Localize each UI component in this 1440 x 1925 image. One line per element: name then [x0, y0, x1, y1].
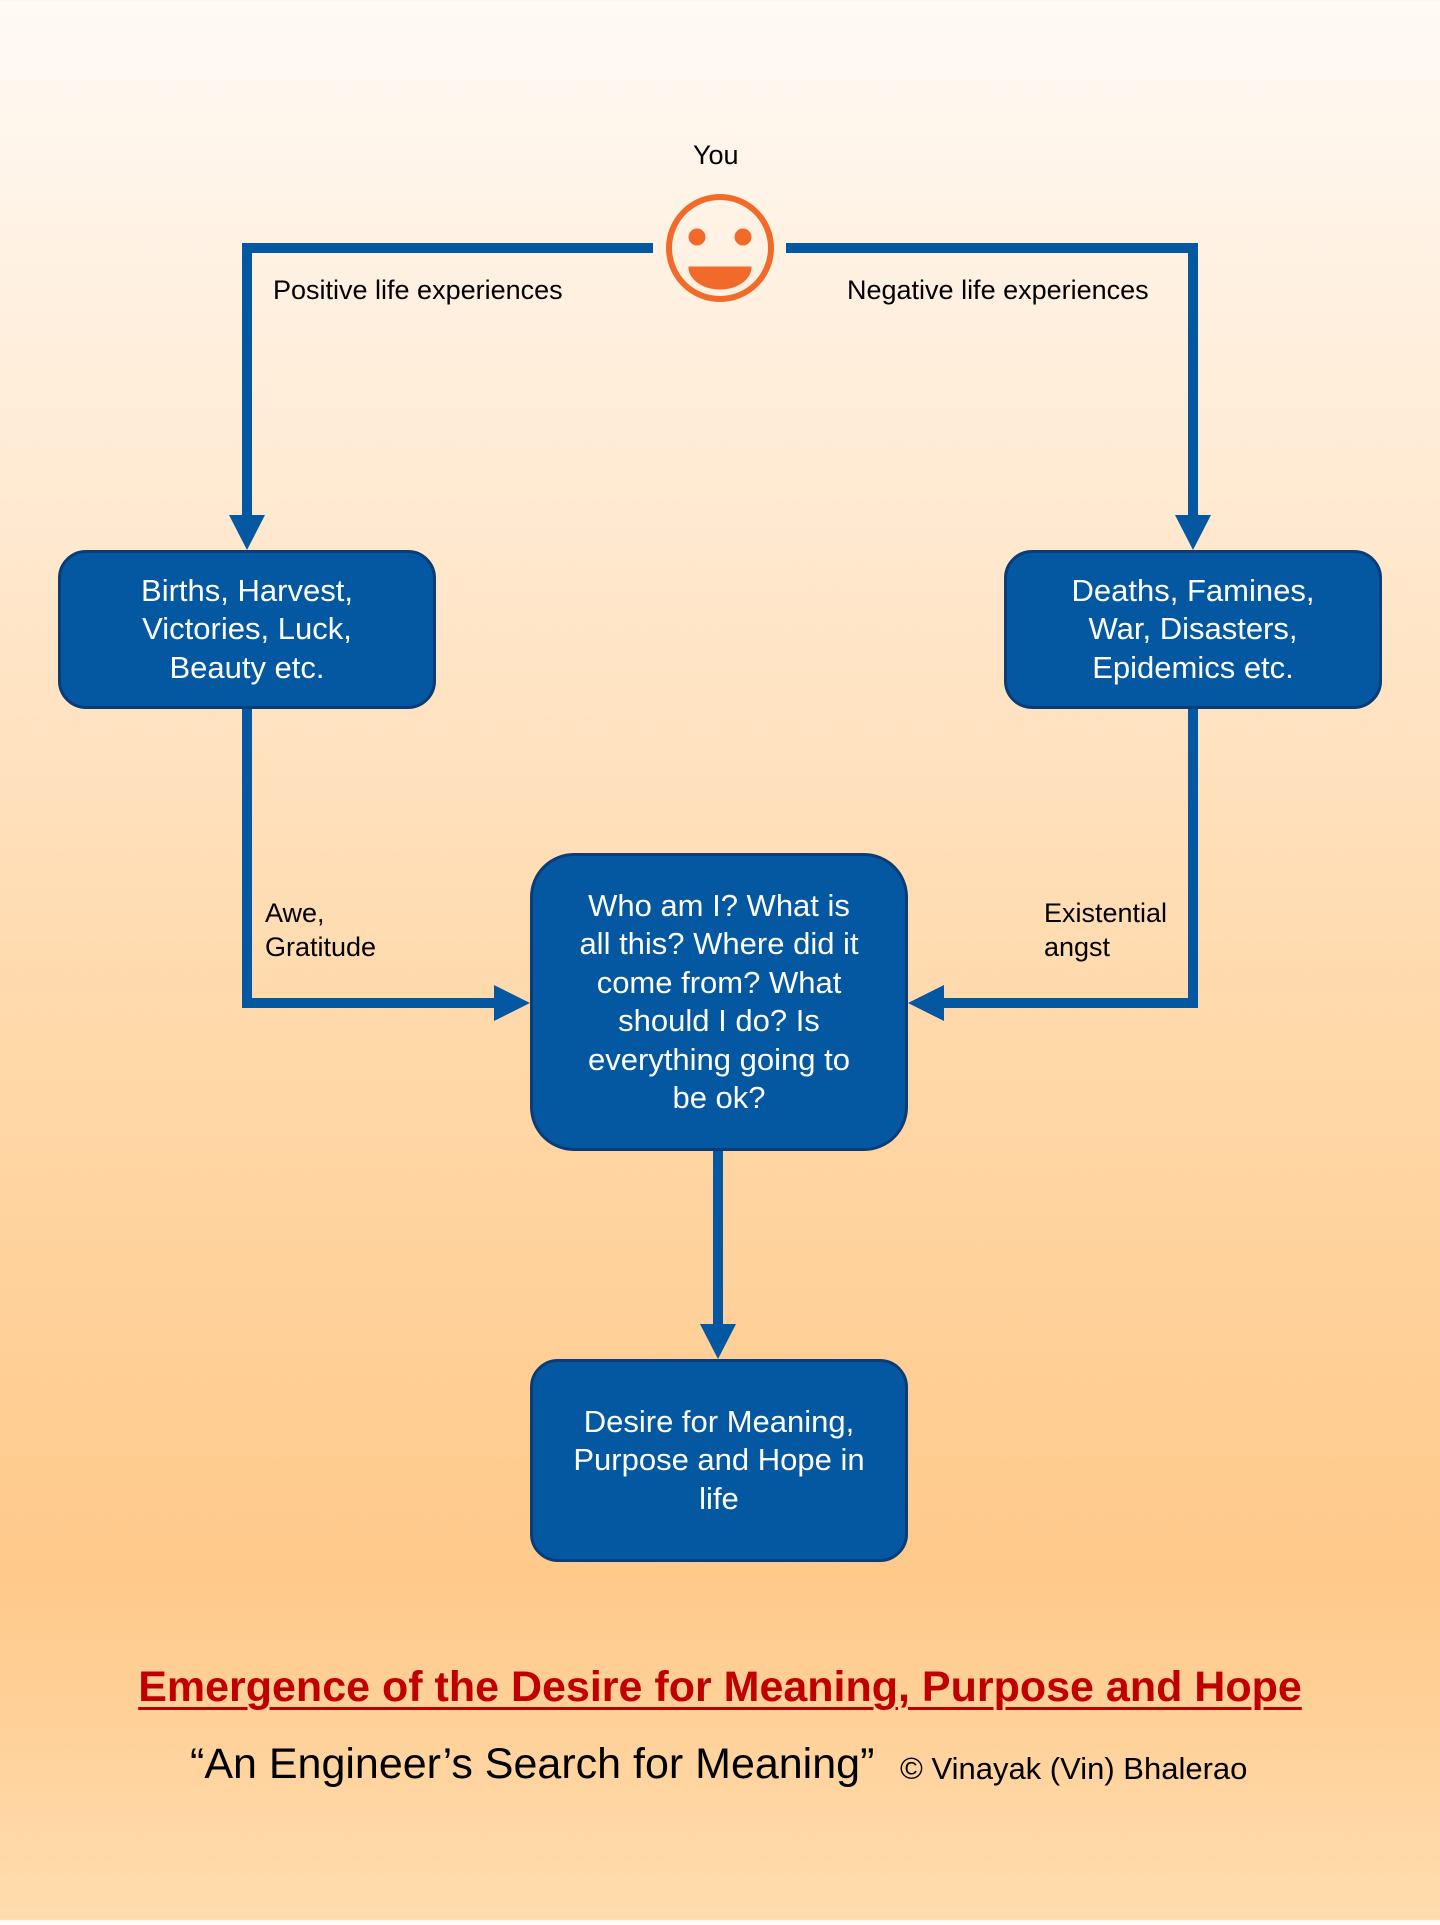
node-negative-events: Deaths, Famines, War, Disasters, Epidemi… [1004, 550, 1382, 709]
connector-angst [935, 703, 1198, 1008]
arrowhead-positive [229, 515, 265, 550]
arrowhead-awe [494, 985, 530, 1021]
node-positive-events: Births, Harvest, Victories, Luck, Beauty… [58, 550, 436, 709]
copyright-notice: © Vinayak (Vin) Bhalerao [900, 1751, 1248, 1786]
edge-label-angst: Existential angst [1044, 898, 1168, 962]
arrowhead-negative [1175, 515, 1211, 550]
node-desire: Desire for Meaning, Purpose and Hope in … [530, 1359, 908, 1562]
connector-positive [242, 243, 653, 533]
edge-label-awe: Awe, Gratitude [265, 898, 377, 962]
connector-negative [786, 243, 1198, 533]
node-positive-events-text: Births, Harvest, Victories, Luck, Beauty… [141, 572, 353, 685]
smiley-face-icon [666, 194, 774, 302]
arrowhead-angst [908, 985, 944, 1021]
node-questions: Who am I? What is all this? Where did it… [530, 853, 908, 1151]
node-desire-text: Desire for Meaning, Purpose and Hope in … [573, 1403, 865, 1516]
edge-label-positive: Positive life experiences [273, 275, 563, 305]
figure-title: Emergence of the Desire for Meaning, Pur… [138, 1663, 1302, 1711]
connector-awe [242, 703, 510, 1008]
book-title: “An Engineer’s Search for Meaning” [190, 1740, 875, 1788]
node-negative-events-text: Deaths, Famines, War, Disasters, Epidemi… [1071, 572, 1315, 685]
arrowhead-desire [700, 1324, 736, 1359]
edge-label-negative: Negative life experiences [847, 275, 1149, 305]
node-questions-text: Who am I? What is all this? Where did it… [579, 887, 859, 1116]
you-label: You [693, 140, 739, 170]
